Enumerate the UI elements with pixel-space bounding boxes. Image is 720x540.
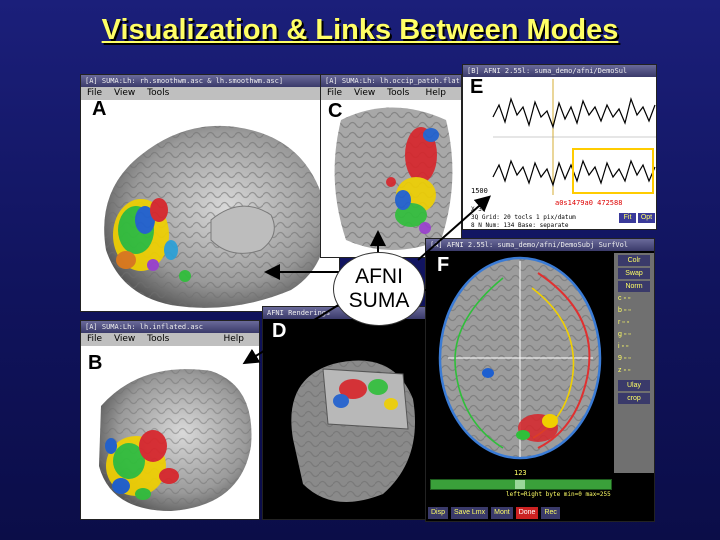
- pad-row: r ▫ ▫: [618, 319, 630, 326]
- panel-d-label: D: [272, 320, 287, 342]
- panel-a-brain-image: [104, 125, 327, 308]
- rec-button[interactable]: Rec: [541, 507, 560, 519]
- pad-row: c ▫ ▫: [618, 295, 631, 302]
- panel-e-info-block: X 3Q 3Q Grid: 20 tocls 1 pix/datum 8 N N…: [471, 206, 631, 229]
- panel-b-window: [A] SUMA:Lh: lh.inflated.asc File View T…: [80, 320, 260, 520]
- panel-c-menubar: File View Tools Help: [321, 87, 461, 100]
- menu-tools[interactable]: Tools: [387, 88, 410, 98]
- menu-view[interactable]: View: [113, 88, 136, 98]
- pad-letter: c: [618, 295, 622, 302]
- panel-e-info-line: 8 N Num: 134 Base: separate: [471, 222, 569, 229]
- panel-e-opt-button[interactable]: Opt: [638, 213, 655, 223]
- menu-view[interactable]: View: [113, 334, 136, 344]
- panel-f-status-text: left=Right byte min=0 max=255: [506, 491, 611, 498]
- panel-d-volume-render-image: [291, 360, 415, 502]
- menu-file[interactable]: File: [87, 334, 103, 344]
- panel-c-flatmap-image: [334, 107, 453, 250]
- panel-e-info-line: X 3Q: [471, 206, 486, 213]
- panel-a-menubar: File View Tools: [81, 87, 339, 100]
- menu-view[interactable]: View: [353, 88, 376, 98]
- panel-e-axis-value: 1500: [471, 187, 488, 195]
- panel-e-timeseries-graph: [492, 79, 656, 195]
- pad-letter: i: [618, 343, 620, 350]
- pad-row: g ▫ ▫: [618, 331, 631, 338]
- pad-letter: b: [618, 307, 622, 314]
- panel-b-inflated-brain-image: [99, 369, 252, 511]
- panel-b-menubar: File View Tools Help: [81, 333, 259, 346]
- menu-tools[interactable]: Tools: [147, 334, 170, 344]
- panel-a-window: [A] SUMA:Lh: rh.smoothwm.asc & lh.smooth…: [80, 74, 340, 312]
- panel-c-titlebar[interactable]: [A] SUMA:Lh: lh.occip_patch.flat.asc: [321, 75, 461, 87]
- panel-d-window: AFNI Renderings: [262, 306, 428, 520]
- slider-thumb[interactable]: [515, 480, 525, 489]
- pad-letter: z: [618, 367, 622, 374]
- panel-e-label: E: [470, 76, 484, 98]
- panel-a-titlebar[interactable]: [A] SUMA:Lh: rh.smoothwm.asc & lh.smooth…: [81, 75, 339, 87]
- menu-file[interactable]: File: [327, 88, 343, 98]
- afni-suma-hub: AFNI SUMA: [333, 252, 425, 326]
- pad-row: b ▫ ▫: [618, 307, 631, 314]
- crop-button[interactable]: crop: [618, 393, 650, 404]
- panel-f-side-controls: Colr Swap Norm c ▫ ▫ b ▫ ▫ r ▫ ▫ g ▫ ▫ i…: [614, 253, 654, 473]
- swap-button[interactable]: Swap: [618, 268, 650, 279]
- pad-letter: r: [618, 319, 621, 326]
- ulay-button[interactable]: Ulay: [618, 380, 650, 391]
- pad-row: 9 ▫ ▫: [618, 355, 631, 362]
- panel-e-fit-button[interactable]: Fit: [619, 213, 636, 223]
- hub-line-suma: SUMA: [348, 289, 410, 312]
- panel-f-slice-slider[interactable]: [430, 479, 612, 490]
- panel-f-label: F: [437, 254, 450, 276]
- done-button[interactable]: Done: [515, 507, 539, 519]
- panel-f-window: [A] AFNI 2.55l: suma_demo/afni/DemoSubj …: [425, 238, 655, 522]
- menu-file[interactable]: File: [87, 88, 103, 98]
- mont-button[interactable]: Mont: [491, 507, 513, 519]
- menu-tools[interactable]: Tools: [147, 88, 170, 98]
- panel-b-titlebar[interactable]: [A] SUMA:Lh: lh.inflated.asc: [81, 321, 259, 333]
- pad-letter: g: [618, 331, 622, 338]
- disp-button[interactable]: Disp: [428, 507, 449, 519]
- pad-row: z ▫ ▫: [618, 367, 631, 374]
- panel-c-label: C: [328, 100, 343, 122]
- pad-row: i ▫ ▫: [618, 343, 629, 350]
- menu-help[interactable]: Help: [425, 88, 446, 98]
- pad-letter: 9: [618, 355, 622, 362]
- panel-e-info-line: 3Q Grid: 20 tocls 1 pix/datum: [471, 214, 576, 221]
- save-button[interactable]: Save Lmx: [451, 507, 489, 519]
- norm-button[interactable]: Norm: [618, 281, 650, 292]
- panel-a-label: A: [92, 98, 107, 120]
- panel-f-axial-slice-image: [438, 256, 602, 460]
- panel-e-coord-readout: a0s1479a0 472588: [555, 199, 623, 207]
- panel-e-window: [B] AFNI 2.55l: suma_demo/afni/DemoSul 1…: [462, 64, 657, 230]
- panel-f-slider-value: 123: [514, 469, 527, 477]
- slide-title: Visualization & Links Between Modes: [101, 14, 619, 46]
- menu-help[interactable]: Help: [223, 334, 244, 344]
- panel-f-bottom-bar: Disp Save Lmx Mont Done Rec: [426, 507, 654, 521]
- panel-e-titlebar[interactable]: [B] AFNI 2.55l: suma_demo/afni/DemoSul: [463, 65, 656, 77]
- colr-button[interactable]: Colr: [618, 255, 650, 266]
- panel-b-label: B: [88, 352, 103, 374]
- panel-f-titlebar[interactable]: [A] AFNI 2.55l: suma_demo/afni/DemoSubj …: [426, 239, 654, 251]
- hub-line-afni: AFNI: [355, 265, 403, 288]
